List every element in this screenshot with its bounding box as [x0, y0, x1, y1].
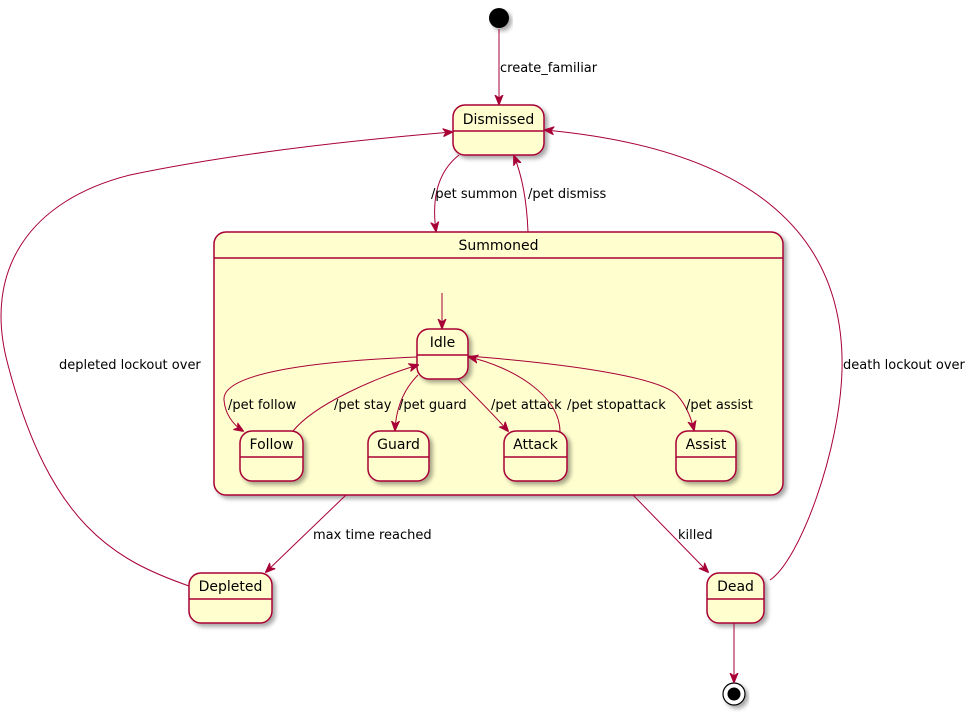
label-pet-assist: /pet assist	[686, 398, 753, 413]
state-summoned: Summoned	[213, 231, 784, 496]
initial-state-icon	[489, 8, 509, 28]
state-dismissed: Dismissed	[452, 104, 545, 156]
label-create-familiar: create_familiar	[500, 61, 598, 76]
state-assist: Assist	[675, 430, 737, 482]
state-depleted: Depleted	[188, 572, 273, 624]
state-follow: Follow	[239, 430, 304, 482]
edge-max-time-reached	[266, 494, 347, 572]
edge-pet-stopattack	[469, 357, 561, 433]
state-summoned-label: Summoned	[459, 238, 539, 254]
final-state-icon	[722, 682, 746, 706]
state-attack-label: Attack	[513, 437, 559, 453]
label-pet-attack: /pet attack	[491, 398, 562, 413]
edge-pet-follow	[223, 356, 418, 431]
state-guard: Guard	[367, 430, 430, 482]
label-pet-summon: /pet summon	[431, 187, 517, 202]
edge-pet-guard	[395, 374, 419, 430]
state-depleted-label: Depleted	[199, 579, 263, 595]
state-assist-label: Assist	[686, 437, 727, 453]
label-pet-dismiss: /pet dismiss	[528, 187, 607, 202]
label-death-lockout-over: death lockout over	[843, 358, 966, 373]
edge-pet-summon	[435, 154, 460, 231]
state-attack: Attack	[503, 430, 568, 482]
edge-pet-stay	[292, 365, 418, 432]
edge-death-lockout-over	[545, 130, 843, 581]
state-dead-label: Dead	[717, 579, 754, 595]
edge-pet-attack	[457, 378, 508, 431]
label-max-time-reached: max time reached	[313, 528, 432, 543]
edge-pet-dismiss	[514, 156, 529, 233]
edge-depleted-lockout-over	[0, 132, 452, 587]
edge-pet-assist	[467, 355, 694, 430]
state-idle-label: Idle	[430, 335, 456, 351]
state-follow-label: Follow	[250, 437, 294, 453]
label-killed: killed	[678, 528, 713, 543]
state-guard-label: Guard	[377, 437, 420, 453]
label-pet-guard: /pet guard	[399, 398, 467, 413]
state-dead: Dead	[706, 572, 765, 624]
edge-killed	[632, 494, 708, 572]
state-idle: Idle	[416, 328, 469, 380]
state-dismissed-label: Dismissed	[463, 112, 535, 128]
label-depleted-lockout-over: depleted lockout over	[59, 358, 201, 373]
label-pet-follow: /pet follow	[228, 398, 297, 413]
label-pet-stay: /pet stay	[334, 398, 392, 413]
label-pet-stopattack: /pet stopattack	[567, 398, 666, 413]
